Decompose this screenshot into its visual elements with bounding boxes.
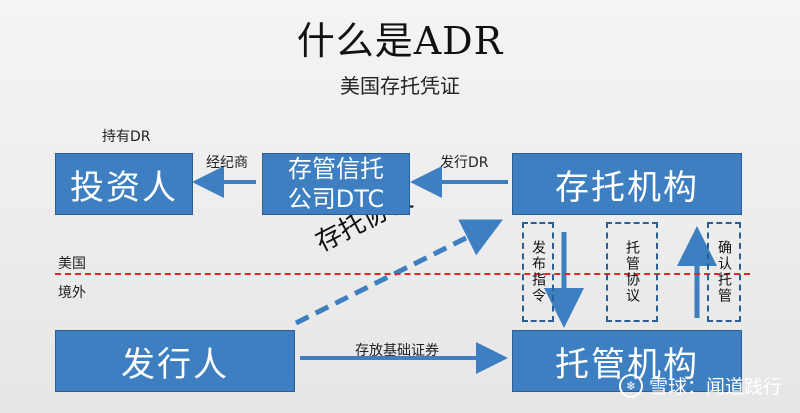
custody-agreement-label: 托管协议: [624, 240, 640, 304]
deposit-securities-label: 存放基础证券: [355, 343, 439, 359]
watermark-text: 雪球：闻道践行: [648, 376, 782, 398]
page-subtitle: 美国存托凭证: [340, 74, 460, 98]
dtc-box: 存管信托 公司DTC: [262, 153, 410, 215]
dtc-label-line1: 存管信托: [288, 155, 384, 183]
custody-agreement-box: 托管协议: [606, 222, 658, 322]
snowball-logo-icon: ❄: [618, 373, 643, 398]
confirm-custody-box: 确认托管: [707, 222, 741, 322]
depositary-box: 存托机构: [512, 153, 742, 215]
watermark: ❄ 雪球：闻道践行: [618, 372, 782, 399]
issue-dr-label: 发行DR: [440, 155, 489, 171]
page-title: 什么是ADR: [296, 19, 504, 63]
issue-instruction-label: 发布指令: [530, 240, 546, 304]
us-label: 美国: [58, 256, 86, 272]
investor-box: 投资人: [55, 153, 193, 215]
hold-dr-label: 持有DR: [102, 129, 151, 145]
dtc-label-line2: 公司DTC: [287, 185, 385, 213]
border-line: [55, 273, 750, 275]
confirm-custody-label: 确认托管: [716, 240, 732, 304]
issuer-box: 发行人: [55, 330, 295, 392]
depositary-label: 存托机构: [555, 167, 699, 208]
overseas-label: 境外: [58, 285, 86, 301]
issue-instruction-box: 发布指令: [522, 222, 554, 322]
broker-label: 经纪商: [206, 155, 248, 171]
issuer-label: 发行人: [121, 344, 229, 385]
investor-label: 投资人: [70, 167, 178, 208]
